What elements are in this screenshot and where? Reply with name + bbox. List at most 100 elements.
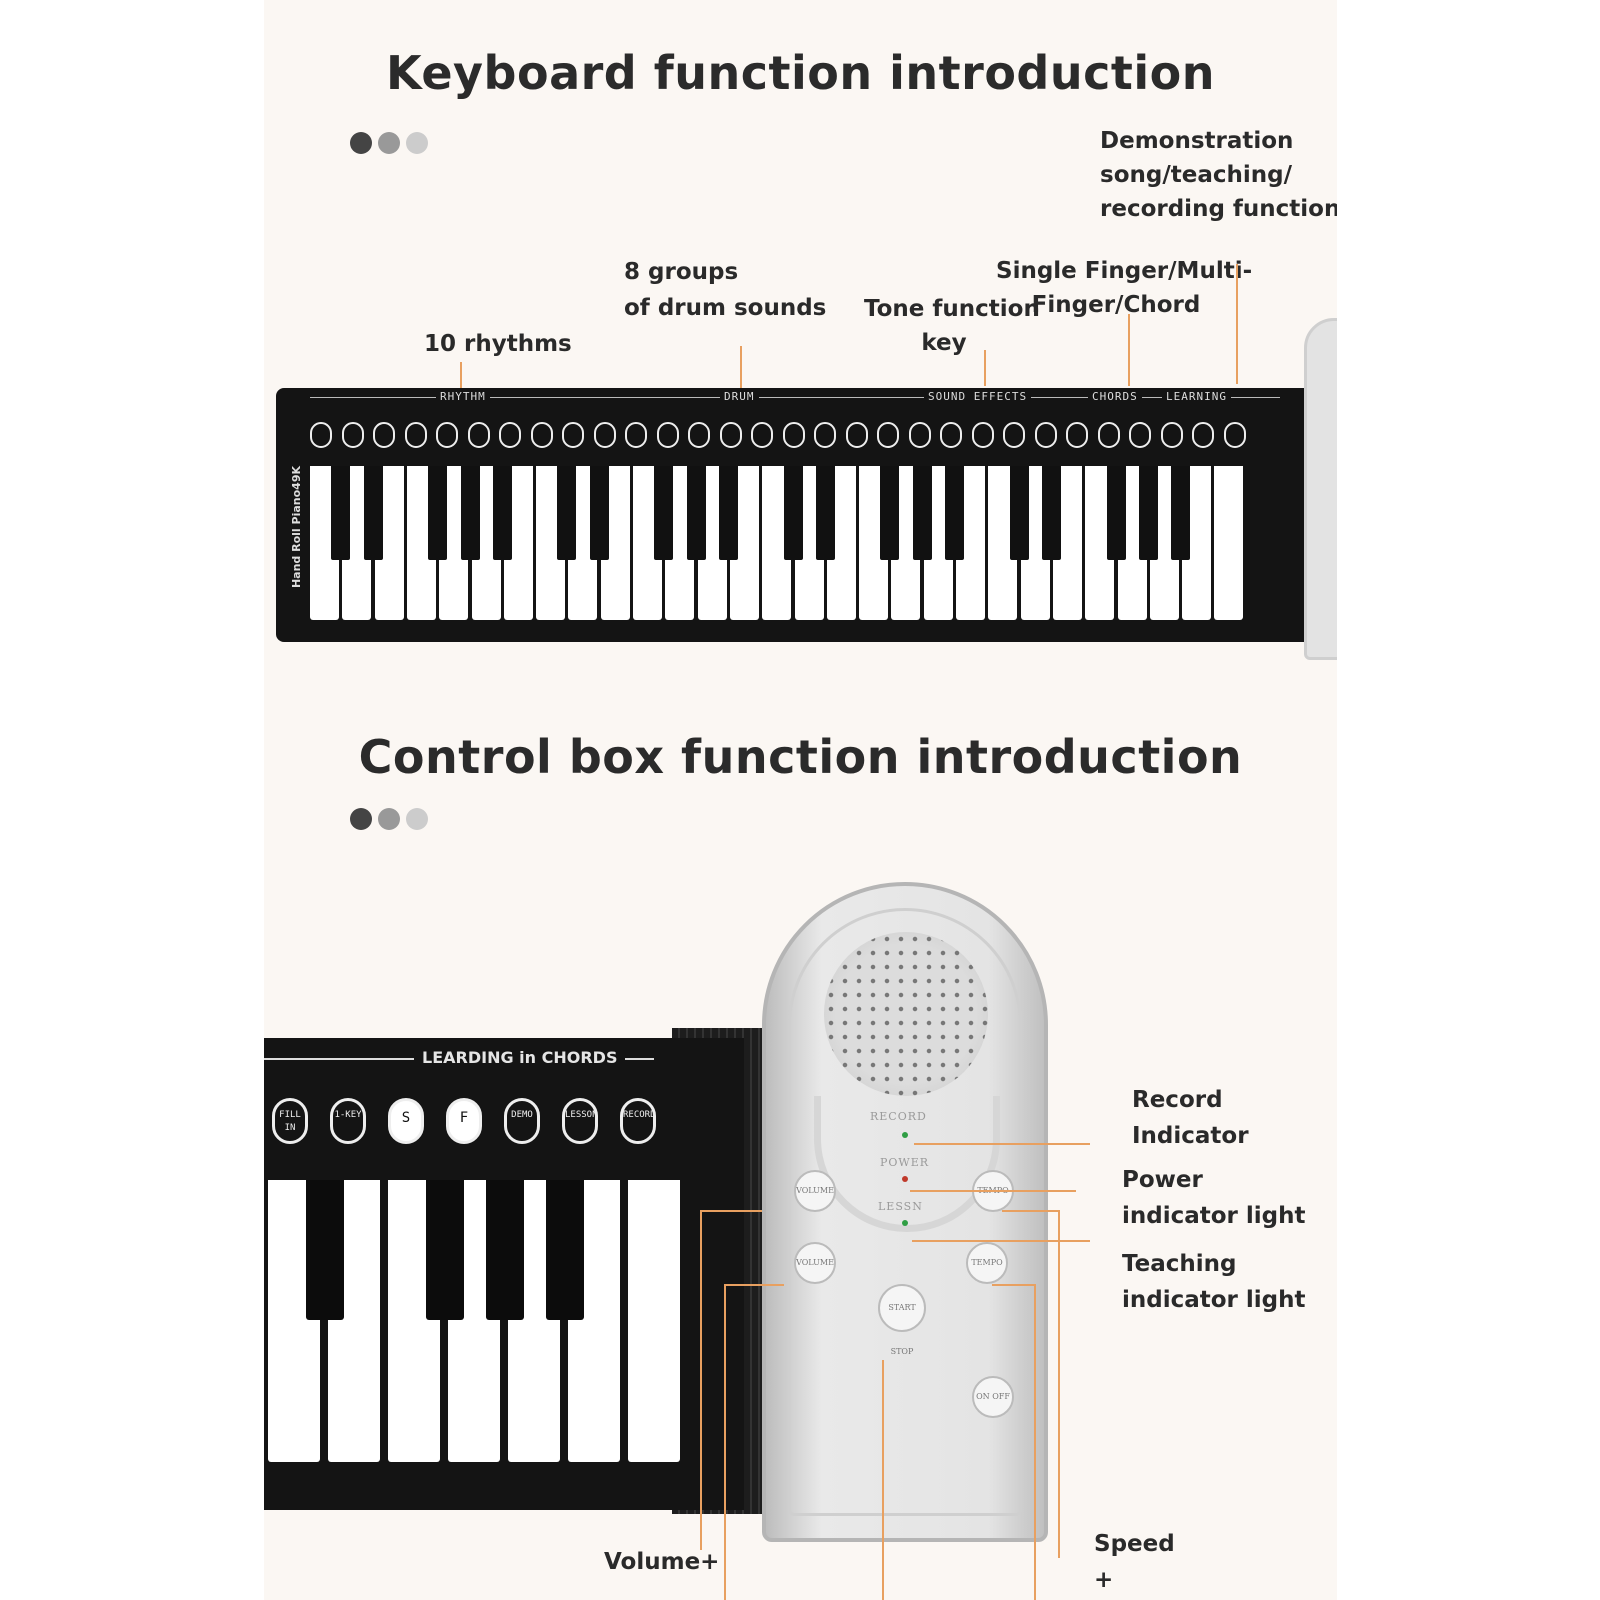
function-key[interactable] <box>908 422 931 448</box>
start-stop-button[interactable]: START STOP <box>878 1284 926 1356</box>
leader-line <box>984 350 986 386</box>
on-off-button[interactable]: ON OFF <box>972 1376 1014 1418</box>
black-key[interactable] <box>460 466 480 560</box>
function-key[interactable] <box>404 422 427 448</box>
black-key[interactable] <box>428 466 448 560</box>
function-key[interactable] <box>814 422 836 448</box>
black-key[interactable] <box>486 1180 524 1320</box>
function-key[interactable] <box>656 422 679 448</box>
function-key[interactable] <box>1192 422 1214 448</box>
label-tone-function: Tone function key <box>864 296 1040 356</box>
function-key[interactable] <box>1066 422 1088 448</box>
learning-key[interactable]: DEMO <box>504 1098 540 1144</box>
learning-key[interactable]: LESSON <box>562 1098 598 1144</box>
function-key[interactable] <box>782 422 805 448</box>
function-key[interactable] <box>467 422 490 448</box>
black-key[interactable] <box>589 466 609 560</box>
label-record-indicator: Record Indicator <box>1132 1087 1249 1149</box>
black-key[interactable] <box>945 466 964 560</box>
black-key[interactable] <box>1171 466 1191 560</box>
leader-line <box>914 1143 1090 1145</box>
leader-line <box>724 1284 784 1286</box>
black-key[interactable] <box>654 466 674 560</box>
volume-down-button[interactable]: VOLUME <box>794 1170 836 1212</box>
function-key[interactable] <box>1034 422 1057 448</box>
function-key[interactable] <box>719 422 742 448</box>
section-title-keyboard: Keyboard function introduction <box>386 46 1215 100</box>
black-key[interactable] <box>363 466 383 560</box>
function-key[interactable] <box>971 422 994 448</box>
function-key[interactable] <box>1097 422 1120 448</box>
leader-line <box>882 1360 884 1600</box>
function-key[interactable] <box>1003 422 1025 448</box>
function-key[interactable] <box>940 422 962 448</box>
leader-line <box>1002 1210 1058 1212</box>
learning-key[interactable]: RECORD <box>620 1098 656 1144</box>
control-box: RECORD POWER LESSN VOLUME VOLUME TEMPO T… <box>762 882 1048 1542</box>
record-led <box>902 1132 908 1138</box>
black-key[interactable] <box>546 1180 584 1320</box>
black-key[interactable] <box>306 1180 344 1320</box>
function-key[interactable] <box>877 422 899 448</box>
dot <box>406 808 428 830</box>
label-demo-function: Demonstration song/teaching/ recording f… <box>1100 128 1337 222</box>
black-key[interactable] <box>331 466 351 560</box>
black-key[interactable] <box>1009 466 1029 560</box>
leader-line <box>740 346 742 390</box>
leader-line <box>910 1190 1076 1192</box>
black-key[interactable] <box>1106 466 1126 560</box>
black-key[interactable] <box>783 466 803 560</box>
black-key[interactable] <box>1138 466 1158 560</box>
speaker-grille <box>824 932 988 1096</box>
function-key[interactable] <box>1223 422 1246 448</box>
dot <box>378 808 400 830</box>
leader-line <box>1058 1210 1060 1558</box>
section-rule <box>310 397 1280 398</box>
function-key[interactable] <box>688 422 710 448</box>
black-key[interactable] <box>1041 466 1061 560</box>
section-drum: DRUM <box>720 390 759 403</box>
black-key[interactable] <box>912 466 932 560</box>
learning-key[interactable]: S <box>388 1098 424 1144</box>
function-key[interactable] <box>436 422 458 448</box>
leader-line <box>1236 264 1238 384</box>
function-key[interactable] <box>625 422 647 448</box>
black-key[interactable] <box>815 466 835 560</box>
lesson-led <box>902 1220 908 1226</box>
black-key[interactable] <box>492 466 512 560</box>
function-key[interactable] <box>1129 422 1151 448</box>
function-key[interactable] <box>530 422 553 448</box>
function-key[interactable] <box>751 422 773 448</box>
black-key[interactable] <box>718 466 738 560</box>
black-key[interactable] <box>557 466 577 560</box>
power-led <box>902 1176 908 1182</box>
section-rhythm: RHYTHM <box>436 390 490 403</box>
black-key[interactable] <box>686 466 706 560</box>
label-single-multi-chord: Single Finger/Multi- Finger/Chord <box>996 258 1253 318</box>
white-key[interactable] <box>628 1180 680 1462</box>
volume-up-button[interactable]: VOLUME <box>794 1242 836 1284</box>
black-key[interactable] <box>880 466 900 560</box>
function-key[interactable] <box>499 422 521 448</box>
tempo-up-button[interactable]: TEMPO <box>966 1242 1008 1284</box>
learning-key[interactable]: F <box>446 1098 482 1144</box>
function-key[interactable] <box>373 422 395 448</box>
learning-key[interactable]: FILL IN <box>272 1098 308 1144</box>
black-key[interactable] <box>426 1180 464 1320</box>
learning-key[interactable]: 1-KEY <box>330 1098 366 1144</box>
function-key[interactable] <box>593 422 616 448</box>
white-key[interactable] <box>1214 466 1244 620</box>
label-teaching-indicator: Teaching indicator light <box>1122 1251 1306 1313</box>
section-learning: LEARNING <box>1162 390 1231 403</box>
label-volume: Volume+ <box>604 1549 720 1575</box>
lesson-indicator-text: LESSN <box>878 1200 923 1213</box>
function-key[interactable] <box>341 422 364 448</box>
function-key[interactable] <box>1160 422 1183 448</box>
function-key[interactable] <box>845 422 868 448</box>
leader-line <box>1034 1284 1036 1600</box>
function-key[interactable] <box>310 422 332 448</box>
function-key[interactable] <box>562 422 584 448</box>
leader-line <box>700 1210 702 1550</box>
leader-line <box>912 1240 1090 1242</box>
